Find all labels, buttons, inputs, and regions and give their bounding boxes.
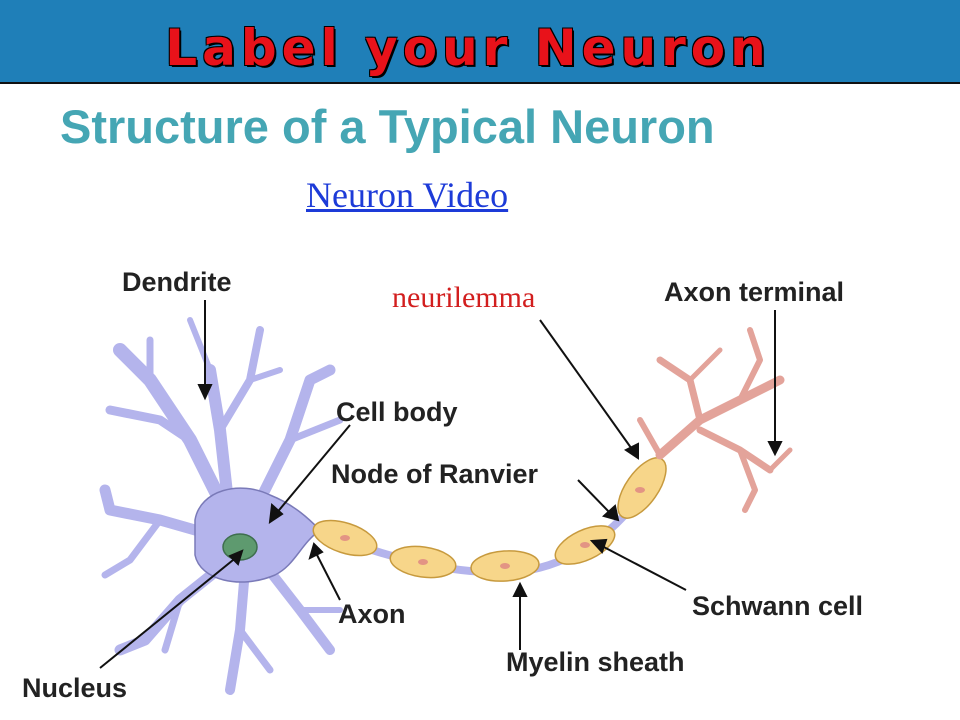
label-axon-terminal: Axon terminal	[664, 277, 845, 307]
label-neurilemma: neurilemma	[392, 281, 536, 314]
label-nucleus: Nucleus	[22, 673, 128, 703]
label-schwann-cell: Schwann cell	[692, 591, 864, 621]
label-cell-body: Cell body	[336, 397, 458, 427]
header-band	[0, 0, 960, 84]
leader-arrows	[99, 300, 783, 669]
label-myelin-sheath: Myelin sheath	[506, 647, 685, 677]
slide-title: Label your Neuron	[165, 19, 771, 77]
neuron-video-link[interactable]: Neuron Video	[306, 175, 509, 215]
dendrites	[99, 317, 344, 695]
label-axon: Axon	[338, 599, 406, 629]
label-dendrite: Dendrite	[122, 267, 232, 297]
axon-terminal-branches	[637, 327, 793, 513]
label-node-of-ranvier: Node of Ranvier	[331, 459, 539, 489]
diagram-title: Structure of a Typical Neuron	[60, 100, 715, 153]
